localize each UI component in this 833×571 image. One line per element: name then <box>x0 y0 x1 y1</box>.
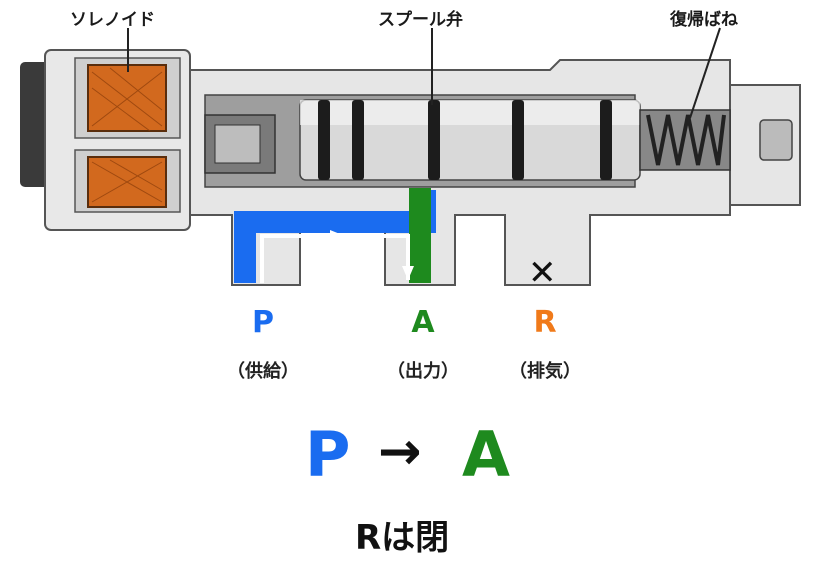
return-spring-label: 復帰ばね <box>670 10 738 30</box>
exhaust-state-text: Rは閉 <box>355 518 450 558</box>
port-a-letter: A <box>411 305 435 340</box>
port-p-desc: （供給） <box>227 361 299 382</box>
solenoid-assembly <box>20 49 191 231</box>
flow-from: P <box>305 418 351 491</box>
blocked-mark: ✕ <box>528 253 557 293</box>
port-a-desc: （出力） <box>387 361 459 382</box>
spool <box>299 99 641 181</box>
flow-to: A <box>462 418 510 491</box>
port-r-desc: （排気） <box>509 361 581 382</box>
callout-lines <box>127 27 721 119</box>
spool-valve-label: スプール弁 <box>378 10 463 30</box>
solenoid-label: ソレノイド <box>70 10 155 30</box>
flow-arrow: → <box>378 422 422 482</box>
flow-path <box>234 188 436 283</box>
port-p-letter: P <box>252 305 274 340</box>
return-spring <box>639 109 731 171</box>
port-r-letter: R <box>533 305 557 340</box>
